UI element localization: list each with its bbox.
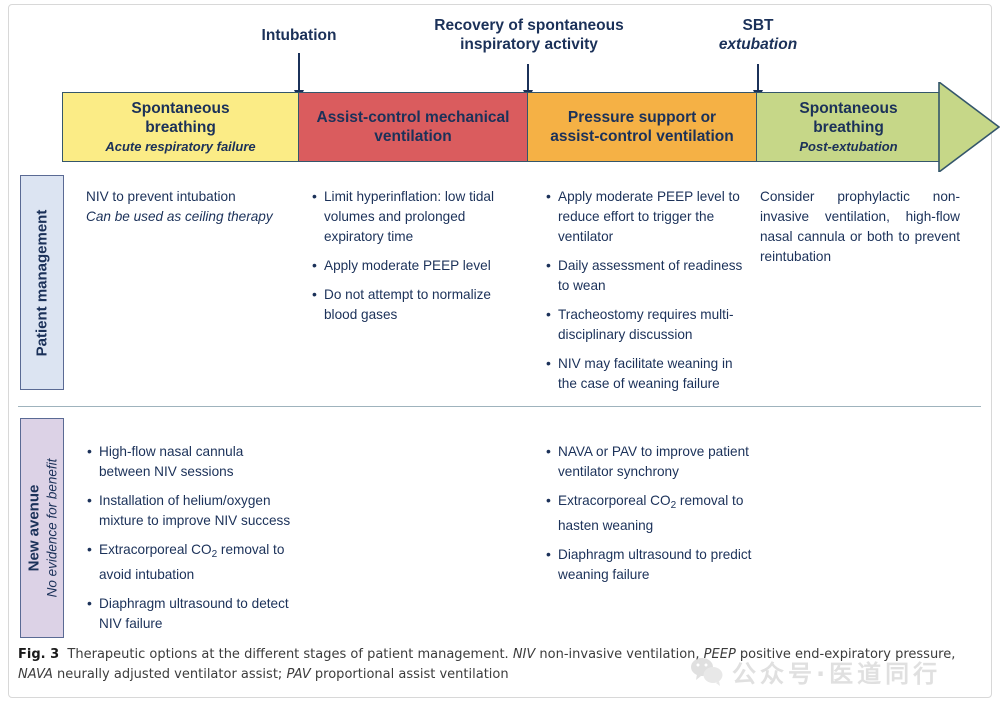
segment-title-line2: assist-control ventilation [550, 128, 734, 145]
list-item: Daily assessment of readiness to wean [545, 255, 752, 296]
patient-management-column-1: NIV to prevent intubation Can be used as… [86, 187, 286, 227]
new-avenue-column-1: High-flow nasal cannula between NIV sess… [86, 441, 294, 643]
marker-recovery-label-1: Recovery of spontaneous [434, 17, 624, 34]
abbrev-nava-term: NAVA [18, 667, 53, 682]
segment-title-line1: Pressure support or [567, 109, 717, 126]
text-line: NIV to prevent intubation [86, 189, 236, 204]
marker-intubation: Intubation [218, 26, 380, 45]
row-label-title: New avenue [25, 484, 42, 572]
list-item: Apply moderate PEEP level to reduce effo… [545, 186, 752, 247]
list-item: Installation of helium/oxygen mixture to… [86, 490, 294, 531]
stage-segment-assist-control-mv[interactable]: Assist-control mechanical ventilation [298, 92, 528, 162]
segment-title-line2: breathing [813, 119, 884, 136]
marker-recovery-arrow [523, 64, 533, 100]
list-item: Extracorporeal CO2 removal to avoid intu… [86, 539, 294, 585]
stage-segment-pressure-support[interactable]: Pressure support or assist-control venti… [527, 92, 757, 162]
list-item: Extracorporeal CO2 removal to hasten wea… [545, 490, 752, 536]
text-line: Consider prophylactic non-invasive venti… [760, 189, 960, 264]
segment-title-line2: ventilation [374, 128, 452, 145]
marker-sbt: SBT extubation [680, 16, 836, 54]
marker-recovery-label-2: inspiratory activity [460, 36, 598, 53]
list-item: Do not attempt to normalize blood gases [311, 284, 523, 325]
timeline-arrowhead-icon [938, 82, 1000, 172]
patient-management-column-2: Limit hyperinflation: low tidal volumes … [311, 186, 523, 334]
list-item: Diaphragm ultrasound to detect NIV failu… [86, 593, 294, 634]
marker-intubation-label: Intubation [261, 27, 337, 44]
marker-intubation-arrow [294, 53, 304, 100]
abbrev-nava-def: neurally adjusted ventilator assist; [57, 667, 283, 682]
abbrev-pav-def: proportional assist ventilation [314, 667, 509, 682]
list-item: High-flow nasal cannula between NIV sess… [86, 441, 294, 482]
segment-title-line1: Assist-control mechanical [316, 109, 510, 126]
segment-subtitle: Acute respiratory failure [105, 139, 256, 154]
text-line-italic: Can be used as ceiling therapy [86, 209, 273, 224]
list-item: Apply moderate PEEP level [311, 255, 523, 276]
row-label-subtitle: No evidence for benefit [44, 458, 59, 598]
patient-management-column-4: Consider prophylactic non-invasive venti… [760, 187, 960, 267]
figure-number: Fig. 3 [18, 647, 60, 662]
row-label-title: Patient management [33, 209, 50, 356]
marker-sbt-label: SBT [742, 17, 774, 34]
abbrev-pav-term: PAV [286, 667, 311, 682]
segment-title-line1: Spontaneous [131, 100, 230, 117]
abbrev-niv-term: NIV [512, 647, 536, 662]
row-label-new-avenue: New avenue No evidence for benefit [20, 418, 64, 638]
abbrev-peep-def: positive end-expiratory pressure, [739, 647, 956, 662]
patient-management-column-3: Apply moderate PEEP level to reduce effo… [545, 186, 752, 403]
abbrev-niv-def: non-invasive ventilation, [539, 647, 700, 662]
marker-recovery: Recovery of spontaneous inspiratory acti… [400, 16, 658, 54]
row-divider [18, 406, 981, 407]
list-item: Limit hyperinflation: low tidal volumes … [311, 186, 523, 247]
marker-sbt-sublabel: extubation [718, 36, 798, 53]
figure-caption: Fig. 3 Therapeutic options at the differ… [18, 645, 981, 685]
list-item: Tracheostomy requires multi-disciplinary… [545, 304, 752, 345]
list-item: Diaphragm ultrasound to predict weaning … [545, 544, 752, 585]
stage-segment-spontaneous-breathing-arf[interactable]: Spontaneous breathing Acute respiratory … [62, 92, 299, 162]
marker-sbt-arrow [753, 64, 763, 100]
stage-segment-spontaneous-breathing-post[interactable]: Spontaneous breathing Post-extubation [756, 92, 940, 162]
caption-text: Therapeutic options at the different sta… [67, 647, 509, 662]
stage-banner: Spontaneous breathing Acute respiratory … [62, 82, 1000, 172]
segment-title-line2: breathing [145, 119, 216, 136]
new-avenue-column-3: NAVA or PAV to improve patient ventilato… [545, 441, 752, 594]
list-item: NIV may facilitate weaning in the case o… [545, 353, 752, 394]
segment-title-line1: Spontaneous [799, 100, 898, 117]
row-label-patient-management: Patient management [20, 175, 64, 390]
segment-subtitle: Post-extubation [799, 139, 898, 154]
abbrev-peep-term: PEEP [703, 647, 736, 662]
list-item: NAVA or PAV to improve patient ventilato… [545, 441, 752, 482]
